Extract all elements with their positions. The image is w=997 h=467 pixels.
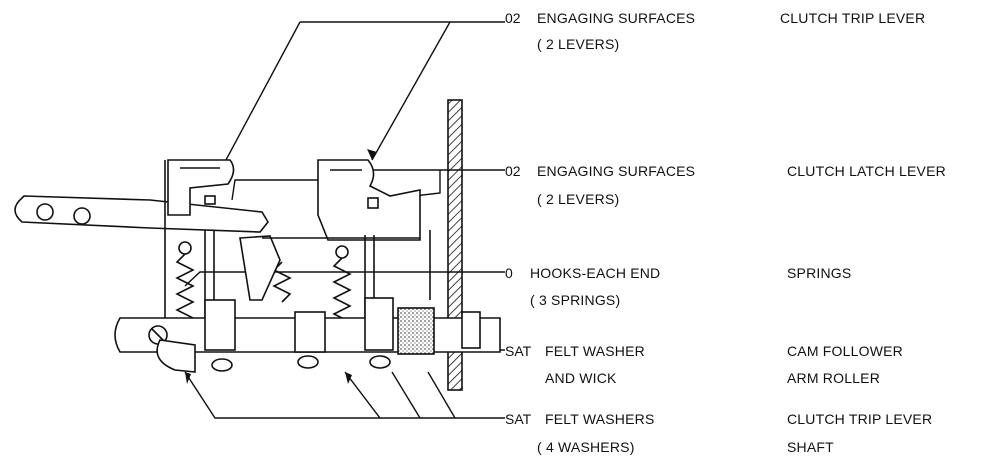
callout-4-part: CAM FOLLOWER xyxy=(787,343,903,359)
lever-hole-1 xyxy=(36,203,54,221)
callout-2-part: CLUTCH LATCH LEVER xyxy=(787,163,946,179)
callout-1-description: ENGAGING SURFACES xyxy=(537,10,696,26)
callout-5-note: ( 4 WASHERS) xyxy=(537,439,635,455)
left-bracket xyxy=(156,339,196,373)
arrow-5b xyxy=(185,372,191,384)
latch-surface-block xyxy=(367,197,379,209)
felt-washer xyxy=(397,307,435,355)
callout-1-part: CLUTCH TRIP LEVER xyxy=(780,10,926,26)
callout-2-code: 02 xyxy=(505,163,521,179)
spring-1-hook xyxy=(178,241,192,255)
leader-1-to-trip-lever xyxy=(211,21,301,187)
callout-4-description: FELT WASHER xyxy=(545,343,645,359)
outer-nut xyxy=(461,311,481,349)
collar-1 xyxy=(204,299,236,351)
callout-5-part: CLUTCH TRIP LEVER xyxy=(787,411,933,427)
leader-lines xyxy=(184,21,505,419)
callout-5-description: FELT WASHERS xyxy=(545,411,655,427)
trip-surface-block xyxy=(204,195,216,205)
callout-2-description: ENGAGING SURFACES xyxy=(537,163,696,179)
leader-3-to-springs xyxy=(184,271,505,287)
arrow-5a xyxy=(345,372,352,384)
leader-5-b xyxy=(184,371,380,419)
callout-3-part: SPRINGS xyxy=(787,265,852,281)
lever-hole-2 xyxy=(73,207,91,225)
callout-5-part-line2: SHAFT xyxy=(787,439,834,455)
callout-4-part-line2: ARM ROLLER xyxy=(787,370,881,386)
screw-head-2 xyxy=(369,355,391,369)
leader-5-d xyxy=(427,371,456,419)
linkage-arm xyxy=(239,235,281,301)
callout-2-note: ( 2 LEVERS) xyxy=(537,191,620,207)
trip-lever-head xyxy=(167,159,235,216)
callout-5-code: SAT xyxy=(505,411,532,427)
callout-3-description: HOOKS-EACH END xyxy=(530,265,661,281)
callout-4-code: SAT xyxy=(505,343,532,359)
arrow-1b xyxy=(367,149,377,160)
collar-2 xyxy=(364,297,394,351)
callout-3-note: ( 3 SPRINGS) xyxy=(530,292,621,308)
screw-head-3 xyxy=(297,355,319,369)
leader-5-a xyxy=(344,371,505,419)
mechanism-parts xyxy=(14,99,501,391)
screw-head-1 xyxy=(211,358,233,372)
leader-1-to-latch-lever xyxy=(371,21,451,161)
callout-4-note: AND WICK xyxy=(545,370,617,386)
leader-5-c xyxy=(391,371,421,419)
callout-1-code: 02 xyxy=(505,10,521,26)
collar-3 xyxy=(294,311,326,353)
callout-3-code: 0 xyxy=(505,265,513,281)
spring-2-hook xyxy=(335,245,349,259)
callout-1-note: ( 2 LEVERS) xyxy=(537,36,620,52)
